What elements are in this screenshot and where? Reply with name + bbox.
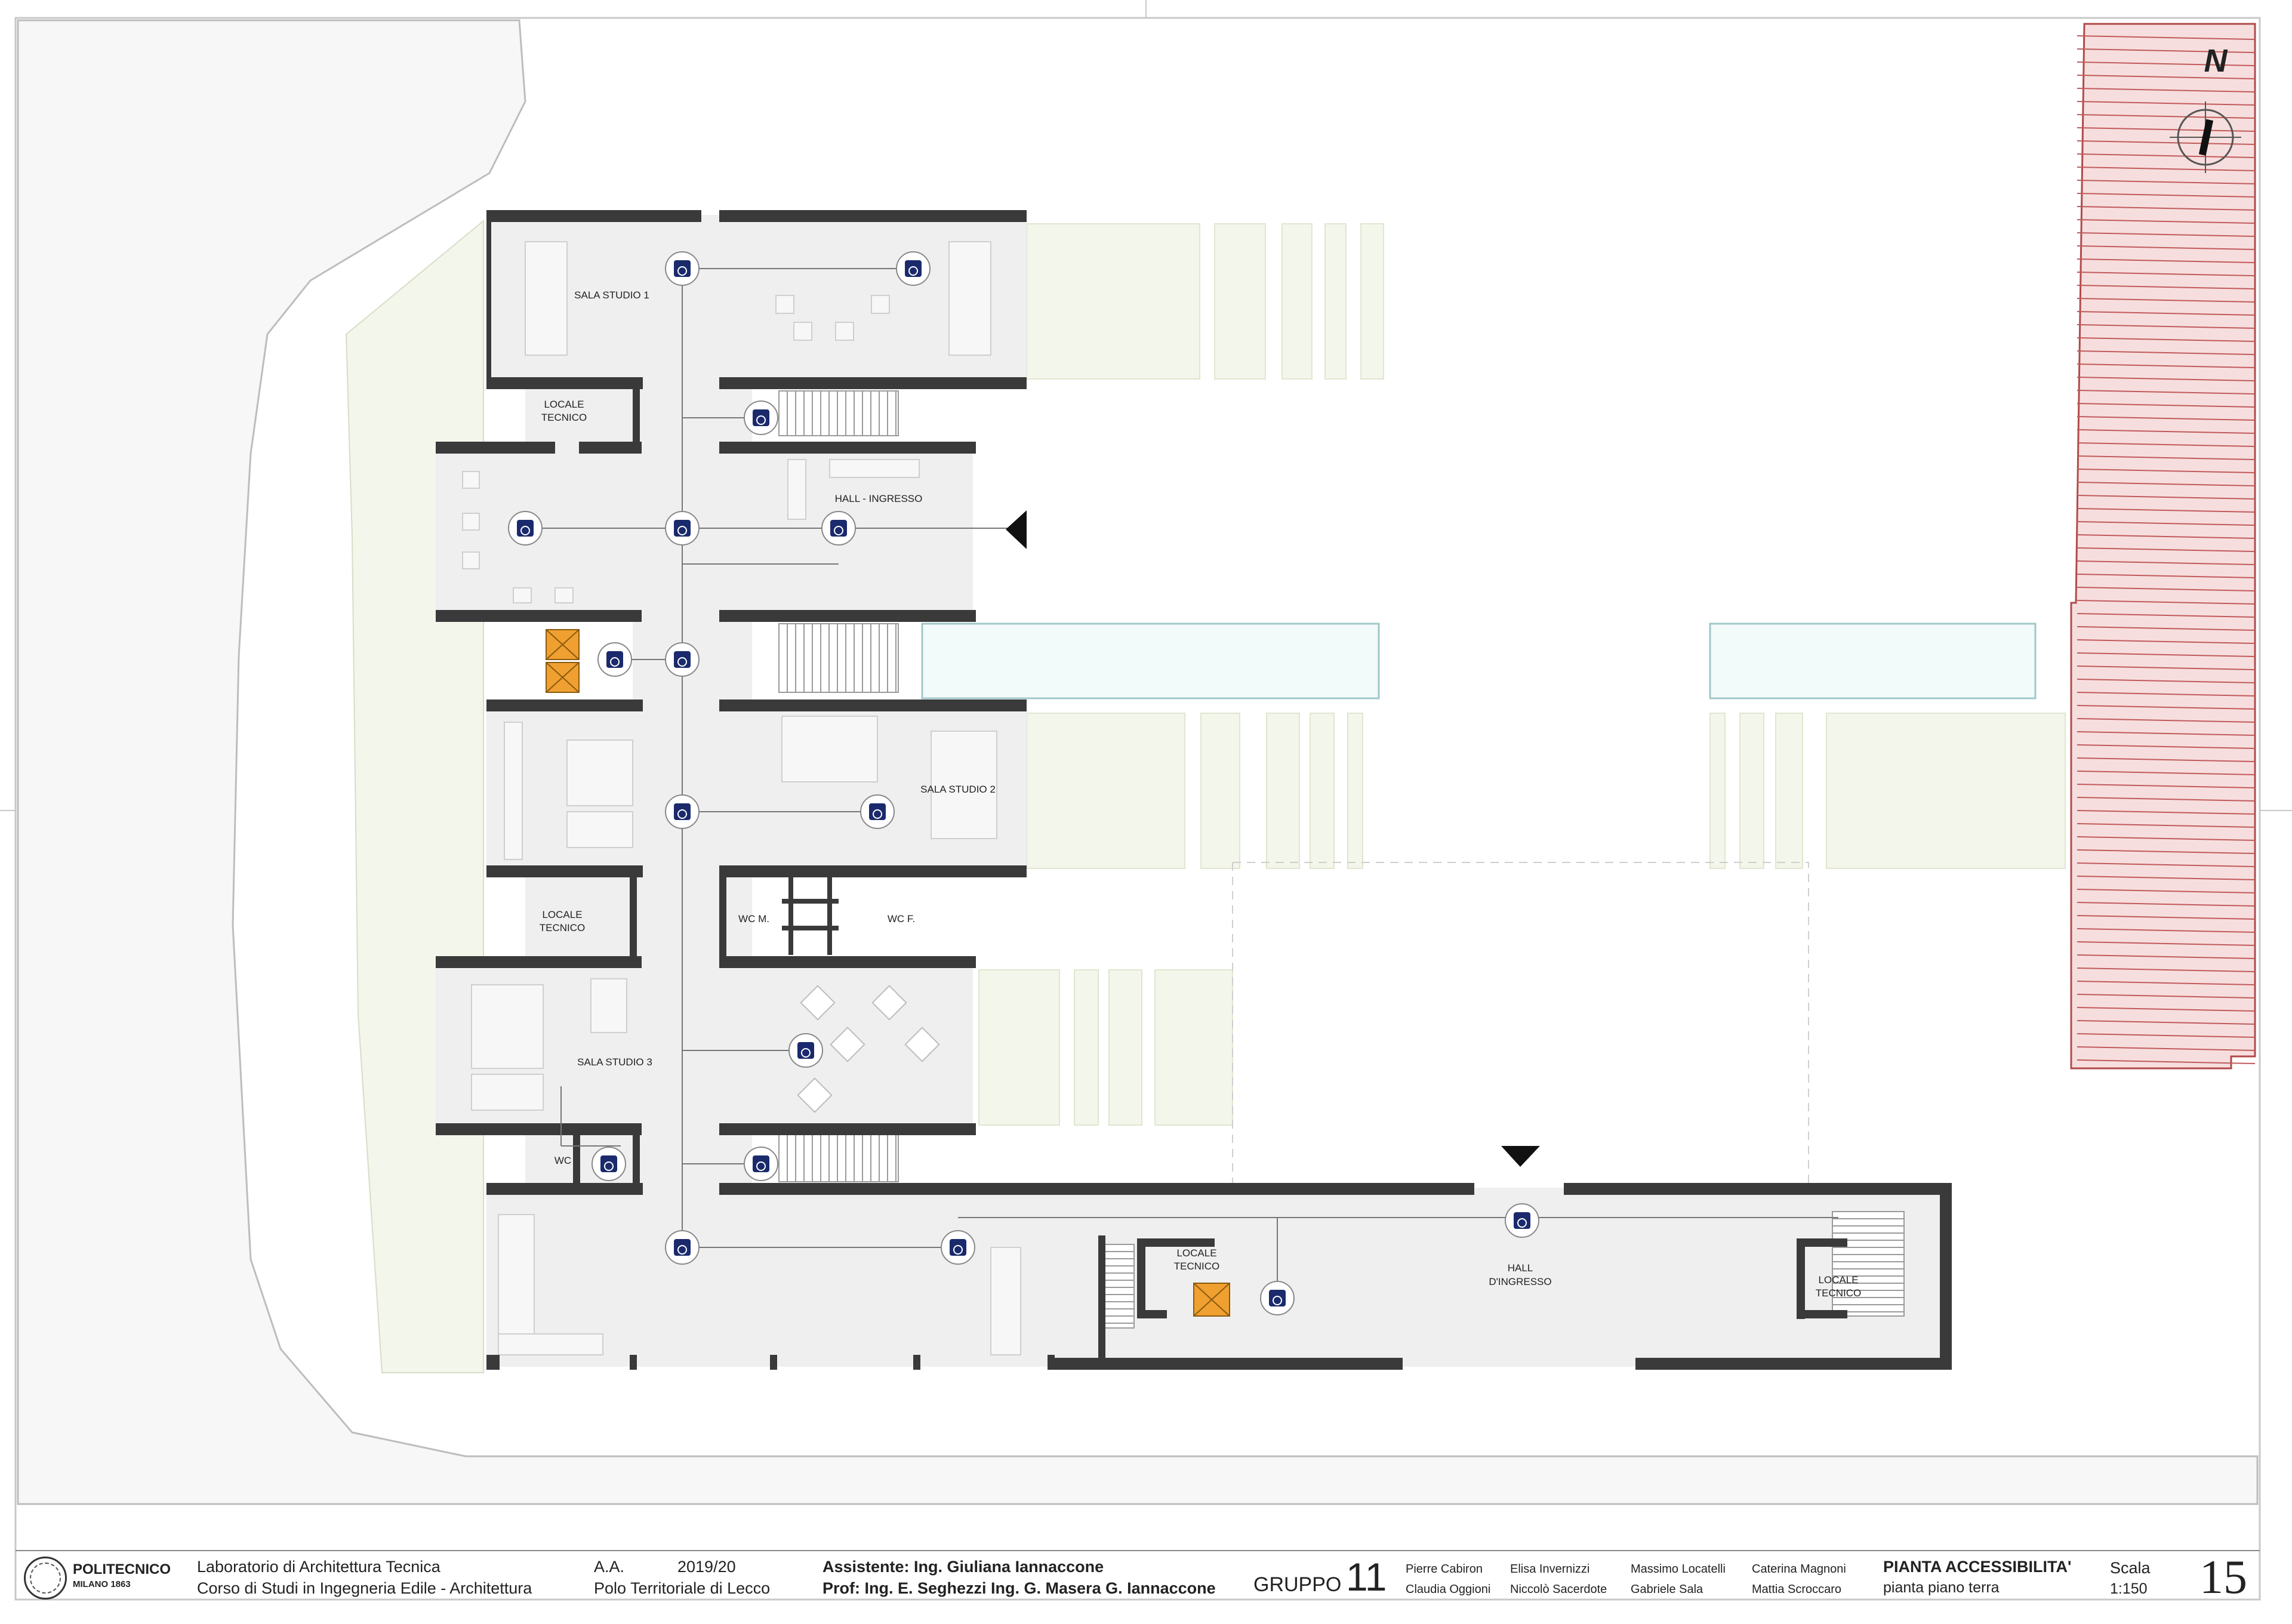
wheelchair-icon — [821, 511, 856, 546]
group-number: 11 — [1346, 1555, 1387, 1599]
wheelchair-icon — [1505, 1203, 1539, 1238]
politecnico-logo — [24, 1557, 67, 1600]
wheelchair-icon — [592, 1147, 626, 1181]
wheelchair-icon — [860, 794, 895, 829]
room-label: LOCALE — [542, 909, 582, 920]
room-label: WC F. — [888, 913, 915, 925]
walls — [436, 210, 1952, 1370]
compass — [2170, 101, 2241, 173]
canopy — [921, 623, 1380, 699]
sheet-number: 15 — [2199, 1551, 2247, 1604]
assistant: Assistente: Ing. Giuliana Iannaccone — [822, 1558, 1104, 1576]
pavement-strips — [978, 223, 2066, 1126]
aa-label: A.A. — [594, 1558, 625, 1576]
entrance-arrow — [1501, 1146, 1540, 1167]
lounge-tables — [797, 985, 940, 1113]
furniture — [462, 241, 1021, 1355]
room-label: D'INGRESSO — [1489, 1276, 1551, 1287]
logo-sub: MILANO 1863 — [73, 1579, 131, 1589]
entrance-arrow — [1006, 510, 1027, 549]
drawing-subtitle: pianta piano terra — [1883, 1579, 2000, 1596]
street-area — [17, 19, 2259, 1505]
member: Massimo Locatelli — [1631, 1563, 1726, 1576]
room-label: HALL - INGRESSO — [835, 493, 923, 504]
sheet-border — [14, 17, 2261, 1601]
member: Elisa Invernizzi — [1510, 1563, 1590, 1576]
room-label: LOCALE — [1176, 1247, 1216, 1259]
room-label: TECNICO — [541, 412, 587, 423]
drawing-title: PIANTA ACCESSIBILITA' — [1883, 1558, 2072, 1576]
outline-dashed — [1232, 862, 1809, 1188]
wheelchair-icon — [508, 511, 543, 546]
wheelchair-icon — [665, 1230, 700, 1265]
north-label: N — [2204, 43, 2228, 79]
wheelchair-icon — [1260, 1281, 1295, 1315]
wheelchair-icon — [597, 642, 632, 677]
room-label: SALA STUDIO 3 — [577, 1056, 652, 1068]
wheelchair-icon — [744, 400, 778, 435]
professors: Prof: Ing. E. Seghezzi Ing. G. Masera G.… — [822, 1579, 1216, 1597]
room-label: WC — [554, 1155, 571, 1166]
aa-value: 2019/20 — [677, 1558, 736, 1576]
room-label: SALA STUDIO 2 — [920, 784, 996, 795]
wheelchair-icon — [896, 251, 931, 286]
member: Mattia Scroccaro — [1752, 1583, 1842, 1596]
wheelchair-icon — [941, 1230, 975, 1265]
member: Caterina Magnoni — [1752, 1563, 1846, 1576]
room-label: HALL — [1508, 1262, 1533, 1274]
room-label: TECNICO — [540, 922, 586, 933]
neighbouring-facade — [2070, 23, 2256, 1070]
logo-name: POLITECNICO — [73, 1561, 171, 1577]
member: Gabriele Sala — [1631, 1583, 1703, 1596]
member: Pierre Cabiron — [1406, 1563, 1483, 1576]
room-label: LOCALE — [1818, 1274, 1858, 1286]
scale-label: Scala — [2110, 1559, 2151, 1577]
room-label: WC M. — [738, 913, 769, 925]
scale-value: 1:150 — [2110, 1580, 2148, 1597]
campus: Polo Territoriale di Lecco — [594, 1579, 771, 1597]
green-area — [345, 219, 484, 1373]
course-line-2: Corso di Studi in Ingegneria Edile - Arc… — [197, 1579, 532, 1597]
wheelchair-icon — [665, 251, 700, 286]
room-label: SALA STUDIO 1 — [574, 289, 649, 301]
wc-partitions — [782, 874, 839, 955]
wheelchair-icon — [788, 1033, 823, 1068]
member: Claudia Oggioni — [1406, 1583, 1491, 1596]
wheelchair-icon — [665, 794, 700, 829]
course-line-1: Laboratorio di Architettura Tecnica — [197, 1558, 440, 1576]
canopy — [1709, 623, 2037, 699]
room-label: TECNICO — [1174, 1261, 1220, 1272]
wheelchair-icon — [744, 1147, 778, 1181]
wheelchair-icon — [665, 642, 700, 677]
group-label: GRUPPO — [1253, 1573, 1342, 1596]
member: Niccolò Sacerdote — [1510, 1583, 1607, 1596]
room-label: TECNICO — [1816, 1287, 1862, 1299]
room-label: LOCALE — [544, 399, 584, 410]
wheelchair-icon — [665, 511, 700, 546]
